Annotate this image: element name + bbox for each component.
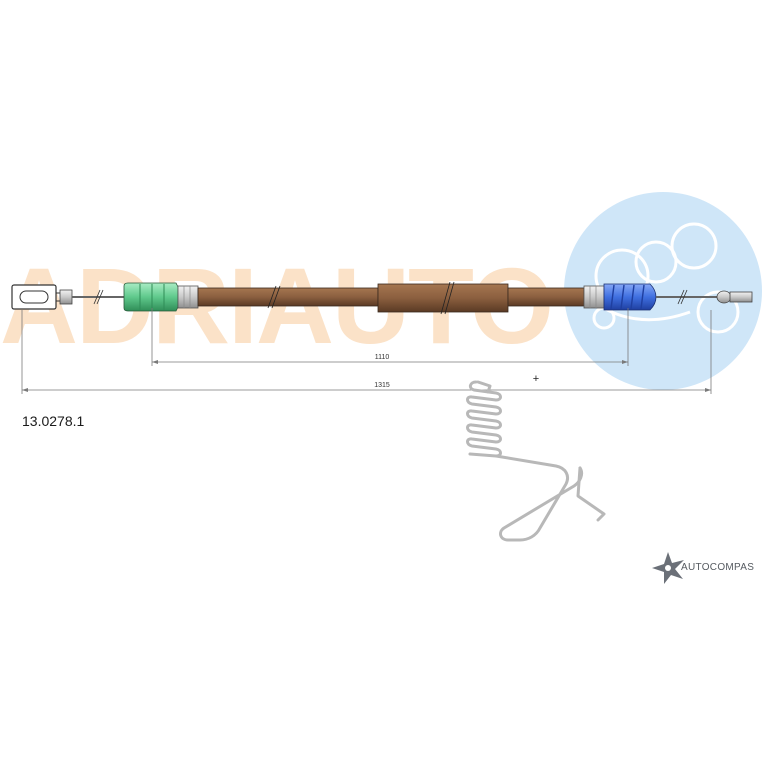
dimension-inner-label: 1110 (375, 354, 390, 361)
dimension-total-label: 1315 (374, 382, 390, 389)
autocompas-logo: AUTOCOMPAS (652, 552, 754, 584)
dimension-inner: 1110 (151, 308, 629, 366)
left-inner-wire (72, 289, 124, 305)
autocompas-star-icon (652, 552, 684, 584)
left-ferrule (123, 282, 179, 312)
autocompas-brand-name: AUTOCOMPAS (681, 562, 754, 573)
right-nut (583, 285, 605, 309)
right-end-fitting (716, 290, 753, 304)
left-clevis-end (11, 284, 73, 310)
cable-assembly (11, 281, 753, 315)
dimension-total: 1315 (21, 310, 712, 394)
plus-sign: + (533, 373, 539, 385)
right-ferrule (603, 283, 657, 311)
spring-accessory (466, 380, 606, 542)
right-inner-wire (656, 289, 718, 305)
cable-sheath (197, 281, 585, 315)
left-nut (177, 285, 199, 309)
part-number: 13.0278.1 (22, 413, 85, 429)
